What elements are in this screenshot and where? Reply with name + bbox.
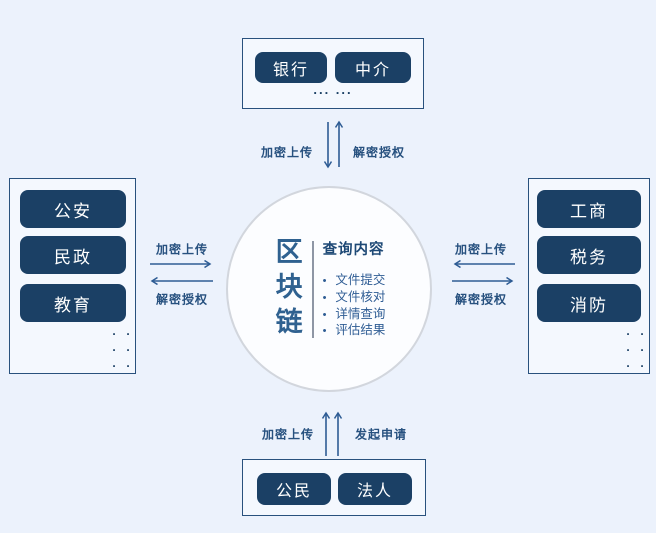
query-item: • 详情查询	[323, 307, 386, 324]
bullet-icon: •	[322, 325, 327, 338]
label-left-encrypted-upload: 加密上传	[155, 242, 209, 257]
ellipsis-horizontal-icon: ... ...	[313, 82, 353, 97]
node-taxation: 税务	[537, 236, 641, 274]
query-item: • 文件核对	[323, 290, 386, 307]
query-item-label: 详情查询	[335, 306, 386, 321]
query-heading: 查询内容	[322, 242, 385, 259]
blockchain-circle-content: 区块链 查询内容 • 文件提交 • 文件核对 • 详情查询	[271, 236, 386, 342]
label-top-decrypt-authorize: 解密授权	[352, 145, 406, 160]
ellipsis-vertical-icon: ... ...	[621, 324, 649, 372]
query-item: • 评估结果	[323, 323, 386, 340]
bullet-icon: •	[322, 291, 327, 304]
label-right-encrypted-upload: 加密上传	[454, 242, 508, 257]
node-intermediary: 中介	[335, 52, 411, 83]
node-citizen: 公民	[257, 473, 331, 505]
query-content-block: 查询内容 • 文件提交 • 文件核对 • 详情查询 •	[323, 238, 386, 339]
label-bottom-encrypted-upload: 加密上传	[261, 427, 315, 442]
node-civil-affairs: 民政	[20, 236, 126, 274]
panel-left-agencies: 公安 民政 教育 ... ...	[9, 178, 136, 374]
blockchain-title: 区块链	[271, 236, 302, 342]
bullet-icon: •	[322, 308, 327, 321]
node-education: 教育	[20, 284, 126, 322]
node-legal-person: 法人	[338, 473, 412, 505]
node-industry-commerce: 工商	[537, 190, 641, 228]
query-item-label: 评估结果	[335, 323, 386, 338]
label-left-decrypt-authorize: 解密授权	[155, 292, 209, 307]
query-item-label: 文件核对	[335, 289, 386, 304]
vertical-divider	[311, 240, 314, 338]
panel-right-agencies: 工商 税务 消防 ... ...	[528, 178, 650, 374]
panel-applicants: 公民 法人	[242, 459, 426, 516]
node-bank: 银行	[255, 52, 327, 83]
label-top-encrypted-upload: 加密上传	[260, 145, 314, 160]
label-right-decrypt-authorize: 解密授权	[454, 292, 508, 307]
query-item-label: 文件提交	[335, 273, 386, 288]
node-public-security: 公安	[20, 190, 126, 228]
label-bottom-initiate-application: 发起申请	[354, 427, 408, 442]
ellipsis-vertical-icon: ... ...	[107, 324, 135, 372]
panel-financial-institutions: 银行 中介 ... ...	[242, 38, 424, 109]
query-item: • 文件提交	[323, 273, 386, 290]
bullet-icon: •	[322, 275, 327, 288]
query-list: • 文件提交 • 文件核对 • 详情查询 • 评估结果	[323, 273, 386, 339]
node-fire-department: 消防	[537, 284, 641, 322]
blockchain-circle: 区块链 查询内容 • 文件提交 • 文件核对 • 详情查询	[226, 186, 432, 392]
